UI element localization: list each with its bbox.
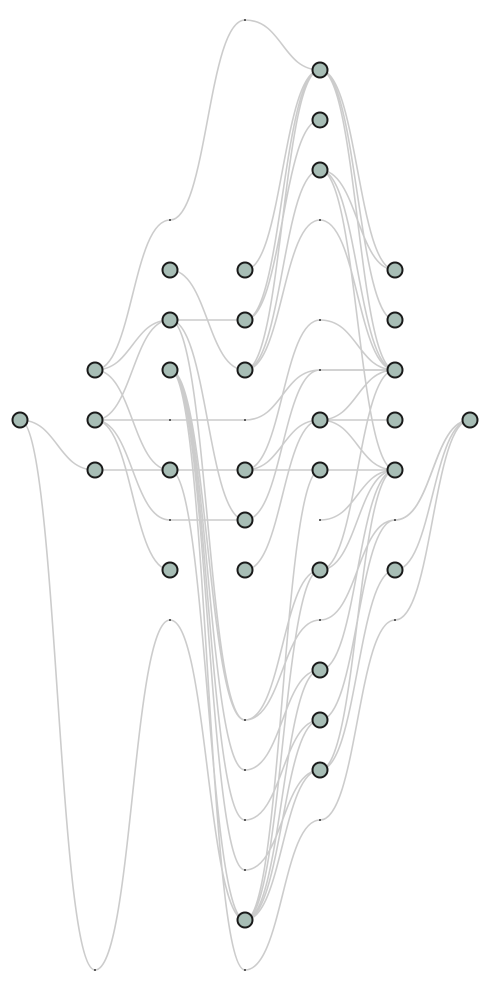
edge-40 (319, 169, 396, 271)
edge-20 (169, 469, 246, 921)
edge-24 (244, 69, 321, 371)
edge-3 (94, 319, 171, 371)
bend-point-17 (244, 869, 246, 871)
graph-node-e7 (311, 661, 329, 679)
edge-27 (244, 319, 396, 471)
graph-node-d4 (236, 461, 254, 479)
graph-node-e2 (311, 111, 329, 129)
graph-node-c2 (161, 311, 179, 329)
graph-node-d3 (236, 361, 254, 379)
bend-point-19 (244, 969, 246, 971)
edge-30 (244, 369, 395, 521)
edge-33 (244, 569, 321, 921)
edge-52 (319, 569, 396, 771)
edge-48 (319, 369, 396, 571)
graph-node-e4 (311, 411, 329, 429)
graph-node-d7 (236, 911, 254, 929)
edge-2 (94, 19, 321, 371)
graph-node-e8 (311, 711, 329, 729)
edge-21 (244, 69, 321, 271)
edge-38 (319, 69, 396, 321)
graph-node-f1 (386, 261, 404, 279)
bend-point-15 (244, 819, 246, 821)
graph-node-f5 (386, 461, 404, 479)
graph-node-f2 (386, 311, 404, 329)
graph-node-c3 (161, 361, 179, 379)
bend-point-11 (319, 619, 321, 621)
edge-25 (244, 169, 321, 371)
edge-54 (394, 419, 471, 571)
graph-node-c5 (161, 561, 179, 579)
bend-point-13 (244, 719, 246, 721)
graph-node-e1 (311, 61, 329, 79)
graph-node-f4 (386, 411, 404, 429)
edge-45 (319, 419, 396, 471)
edge-36 (244, 769, 321, 921)
graph-node-e3 (311, 161, 329, 179)
graph-node-e9 (311, 761, 329, 779)
graph-node-f3 (386, 361, 404, 379)
graph-node-b1 (86, 361, 104, 379)
graph-node-c1 (161, 261, 179, 279)
bend-point-6 (244, 419, 246, 421)
edge-47 (319, 469, 396, 571)
graph-node-b2 (86, 411, 104, 429)
graph-node-c4 (161, 461, 179, 479)
graph-node-g (461, 411, 479, 429)
edge-35 (244, 719, 321, 921)
bend-point-2 (319, 219, 321, 221)
graph-node-e5 (311, 461, 329, 479)
edge-1 (19, 419, 96, 471)
edge-16 (169, 369, 321, 821)
bend-point-10 (169, 619, 171, 621)
edge-12 (169, 319, 246, 521)
bend-point-14 (244, 769, 246, 771)
edge-34 (244, 669, 321, 921)
edge-layer (19, 19, 471, 971)
graph-node-d5 (236, 511, 254, 529)
edge-41 (319, 169, 396, 371)
edge-42 (319, 169, 396, 471)
bend-point-3 (319, 319, 321, 321)
edge-50 (319, 469, 396, 671)
bend-point-8 (319, 519, 321, 521)
edge-53 (319, 419, 471, 721)
bend-point-0 (244, 19, 246, 21)
edge-32 (244, 469, 321, 921)
edge-8 (94, 419, 171, 571)
graph-node-f6 (386, 561, 404, 579)
node-layer (11, 61, 479, 929)
graph-node-a (11, 411, 29, 429)
edge-0 (19, 419, 246, 971)
edge-43 (319, 369, 396, 421)
graph-node-d1 (236, 261, 254, 279)
bend-point-layer (94, 19, 396, 971)
edge-17 (169, 369, 321, 871)
edge-31 (244, 419, 321, 571)
graph-node-e6 (311, 561, 329, 579)
edge-7 (94, 419, 245, 521)
graph-node-d6 (236, 561, 254, 579)
graph-node-b3 (86, 461, 104, 479)
edge-5 (94, 319, 171, 421)
bend-point-12 (394, 619, 396, 621)
graph-node-d2 (236, 311, 254, 329)
bend-point-1 (169, 219, 171, 221)
edge-18 (169, 369, 471, 971)
bend-point-5 (169, 419, 171, 421)
edge-26 (244, 219, 396, 371)
edge-22 (244, 69, 321, 321)
bend-point-16 (319, 819, 321, 821)
edge-37 (319, 69, 396, 271)
edge-15 (169, 369, 321, 771)
bend-point-18 (94, 969, 96, 971)
bend-point-4 (319, 369, 321, 371)
bend-point-9 (394, 519, 396, 521)
edge-49 (319, 469, 396, 521)
bend-point-7 (169, 519, 171, 521)
